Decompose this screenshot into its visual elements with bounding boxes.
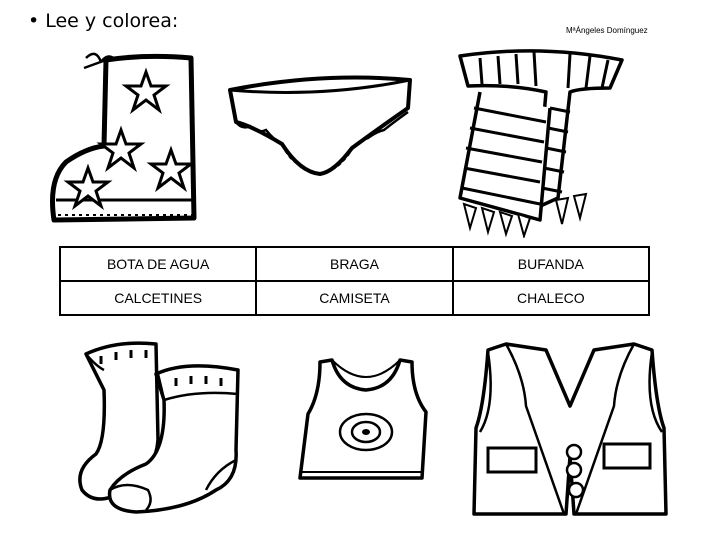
author-credit: MªÁngeles Domínguez (566, 26, 648, 35)
word-cell: CHALECO (451, 280, 651, 316)
table-row: CALCETINES CAMISETA CHALECO (58, 280, 651, 316)
word-cell: BRAGA (255, 246, 454, 282)
instruction-heading: •Lee y colorea: (28, 10, 178, 32)
bullet: • (28, 10, 40, 32)
instruction-text: Lee y colorea: (45, 10, 179, 32)
word-cell: BOTA DE AGUA (58, 246, 258, 282)
socks-icon (66, 330, 246, 520)
word-cell: CAMISETA (255, 280, 454, 316)
scarf-icon (450, 48, 630, 238)
vocabulary-table: BOTA DE AGUA BRAGA BUFANDA CALCETINES CA… (58, 246, 651, 316)
panties-icon (222, 68, 422, 186)
boot-icon (46, 50, 206, 225)
word-cell: BUFANDA (451, 246, 651, 282)
table-row: BOTA DE AGUA BRAGA BUFANDA (58, 246, 651, 282)
tank-top-icon (292, 354, 442, 484)
word-cell: CALCETINES (58, 280, 258, 316)
vest-icon (466, 336, 676, 522)
